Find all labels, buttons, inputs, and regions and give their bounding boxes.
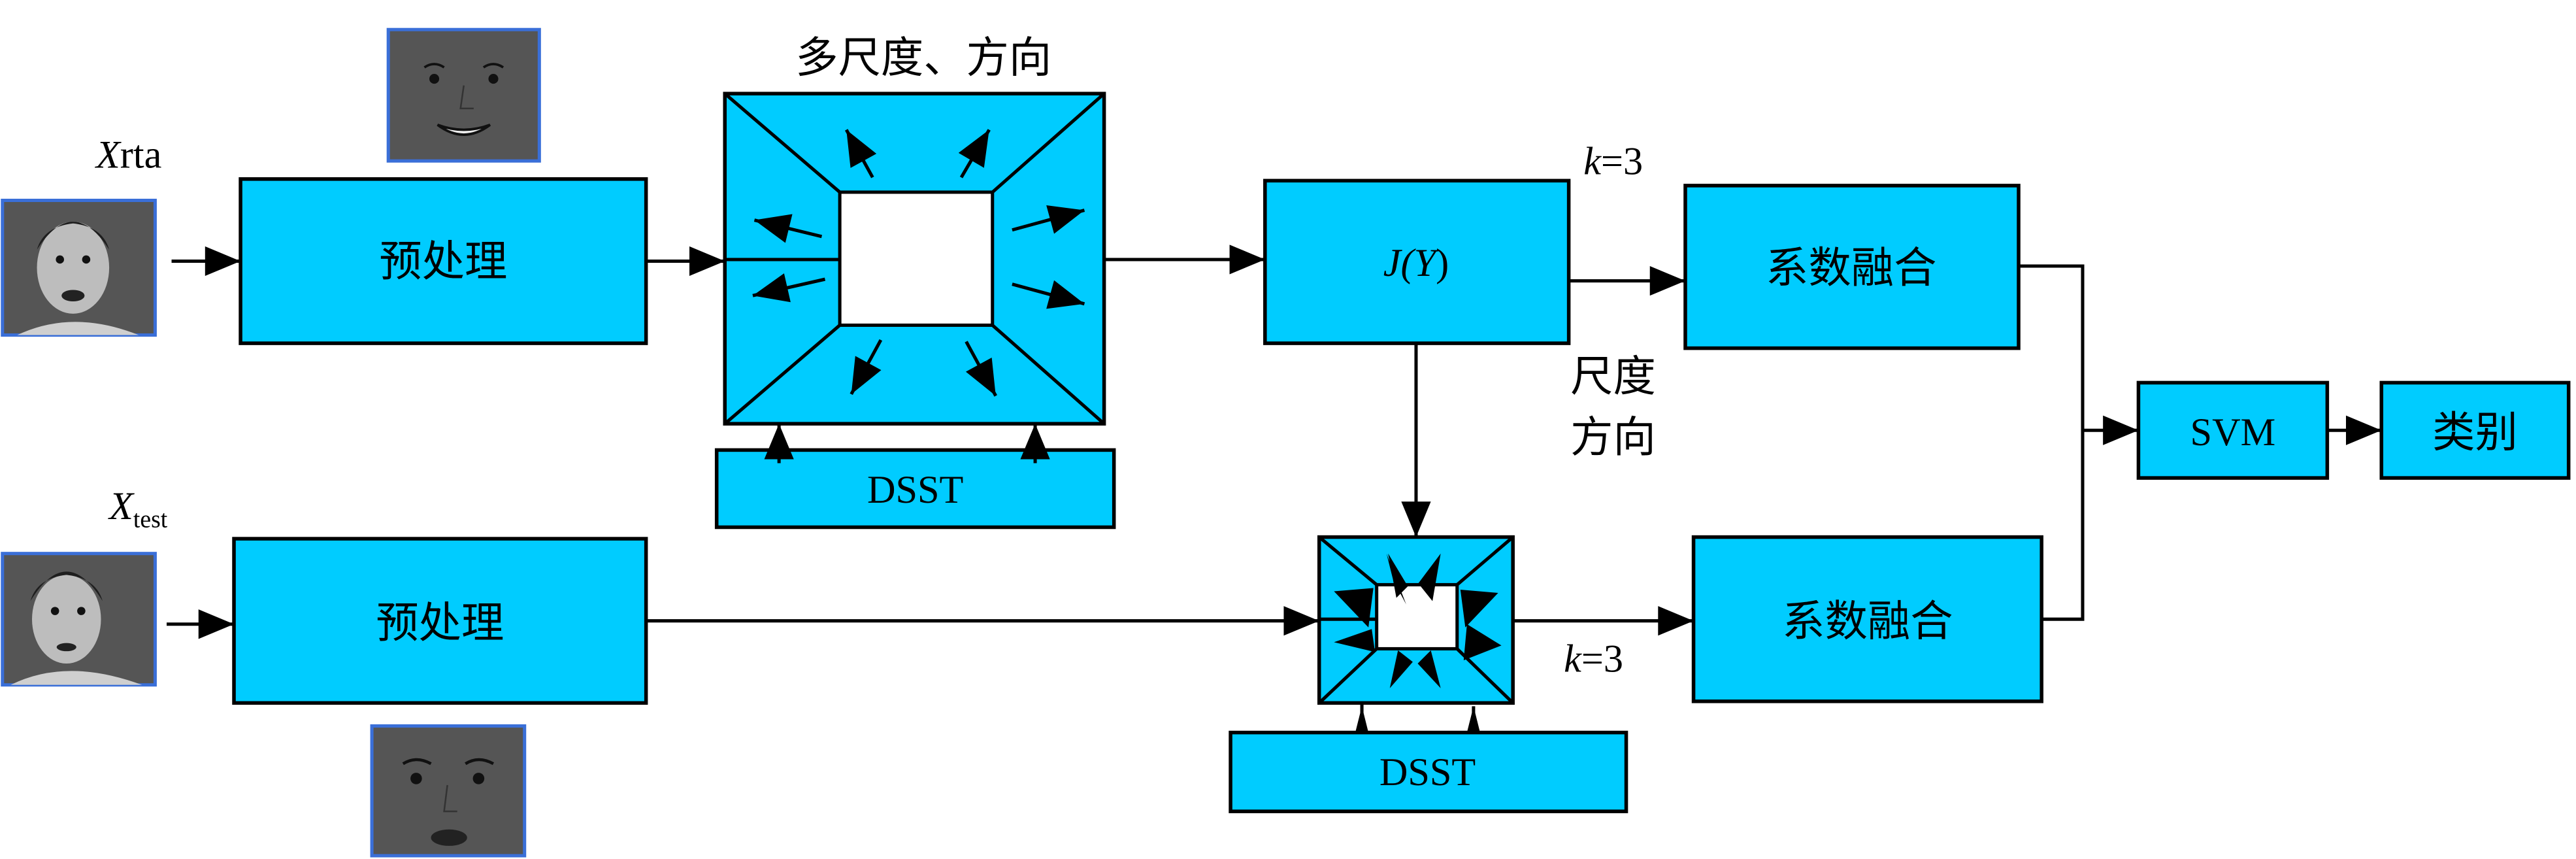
dsst-top-block[interactable] [714, 448, 1116, 530]
k-top-label: k=3 [1583, 139, 1643, 183]
preprocess-top-label: 预处理 [379, 237, 507, 286]
train-label-main: X [95, 133, 122, 177]
test-input-label: Xtest [108, 484, 168, 533]
multiscale-title: 多尺度、方向 [795, 33, 1051, 83]
arrow-dsst-bottom-left-head [1355, 706, 1369, 733]
direction-label: 方向 [1570, 413, 1656, 462]
fusion-top-label: 系数融合 [1766, 243, 1936, 293]
preprocess-bottom-block[interactable] [232, 537, 648, 705]
preprocess-bottom-label: 预处理 [376, 598, 504, 648]
inward-direction-block[interactable] [1317, 535, 1515, 705]
jy-block[interactable] [1263, 178, 1571, 345]
svm-block[interactable] [2136, 380, 2330, 480]
outward-direction-arrows [752, 129, 1085, 397]
face-test-raw-image [1, 552, 157, 687]
category-label: 类别 [2432, 407, 2518, 457]
face-train-processed-image [386, 27, 541, 163]
k-bottom-label: k=3 [1564, 637, 1623, 681]
face-train-raw-image [1, 199, 157, 337]
arrow-dsst-bottom-right-head [1466, 706, 1480, 733]
inward-direction-arrows [1334, 553, 1502, 688]
connector-fusion-top-to-merge [2019, 264, 2085, 621]
fusion-bottom-block[interactable] [1691, 535, 2043, 703]
category-block[interactable] [2379, 380, 2571, 480]
face-test-processed-image [370, 724, 527, 858]
train-input-label: Xrta [95, 133, 161, 177]
multiscale-direction-block[interactable] [723, 92, 1106, 426]
preprocess-top-block[interactable] [239, 177, 648, 345]
fusion-bottom-label: 系数融合 [1782, 596, 1953, 646]
svm-label: SVM [2190, 411, 2276, 454]
dsst-bottom-block[interactable] [1229, 730, 1628, 813]
dsst-bottom-label: DSST [1379, 750, 1476, 794]
dsst-top-label: DSST [867, 468, 963, 512]
train-label-rest: rta [120, 133, 162, 177]
jy-label: J(Y) [1383, 241, 1449, 285]
scale-label: 尺度 [1570, 352, 1656, 401]
